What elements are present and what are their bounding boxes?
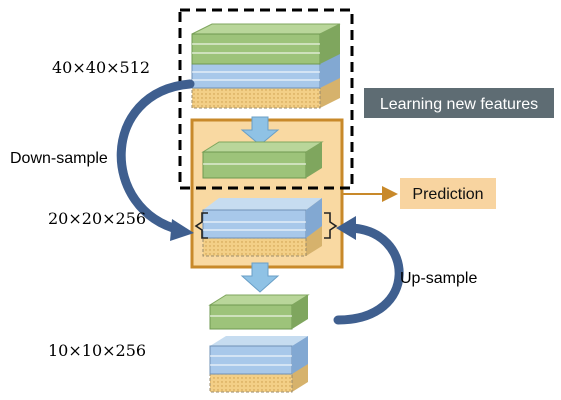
prediction-label: Prediction [412,186,483,203]
prediction-label-box: Prediction [400,178,496,209]
layer-green-top-stack [191,23,341,65]
stack-20x20x256 [194,198,338,257]
slab-green-bottom [208,294,310,330]
down-arrow-bottom [240,262,280,293]
size-label-top: 40×40×512 [52,58,150,77]
slab-green-middle [201,141,324,179]
learning-region [178,8,354,190]
size-label-mid: 20×20×256 [48,209,146,228]
down-sample-arrow [116,79,195,241]
learning-features-label-box: Learning new features [364,88,554,118]
up-sample-arrow [333,216,404,325]
size-label-bottom: 10×10×256 [48,341,146,360]
stack-40x40x512 [191,23,341,109]
up-sample-label: Up-sample [400,270,477,287]
down-arrow-top [240,116,280,146]
stack-10x10x256 [209,336,308,393]
learning-features-label: Learning new features [380,96,538,113]
down-sample-label: Down-sample [10,150,108,167]
